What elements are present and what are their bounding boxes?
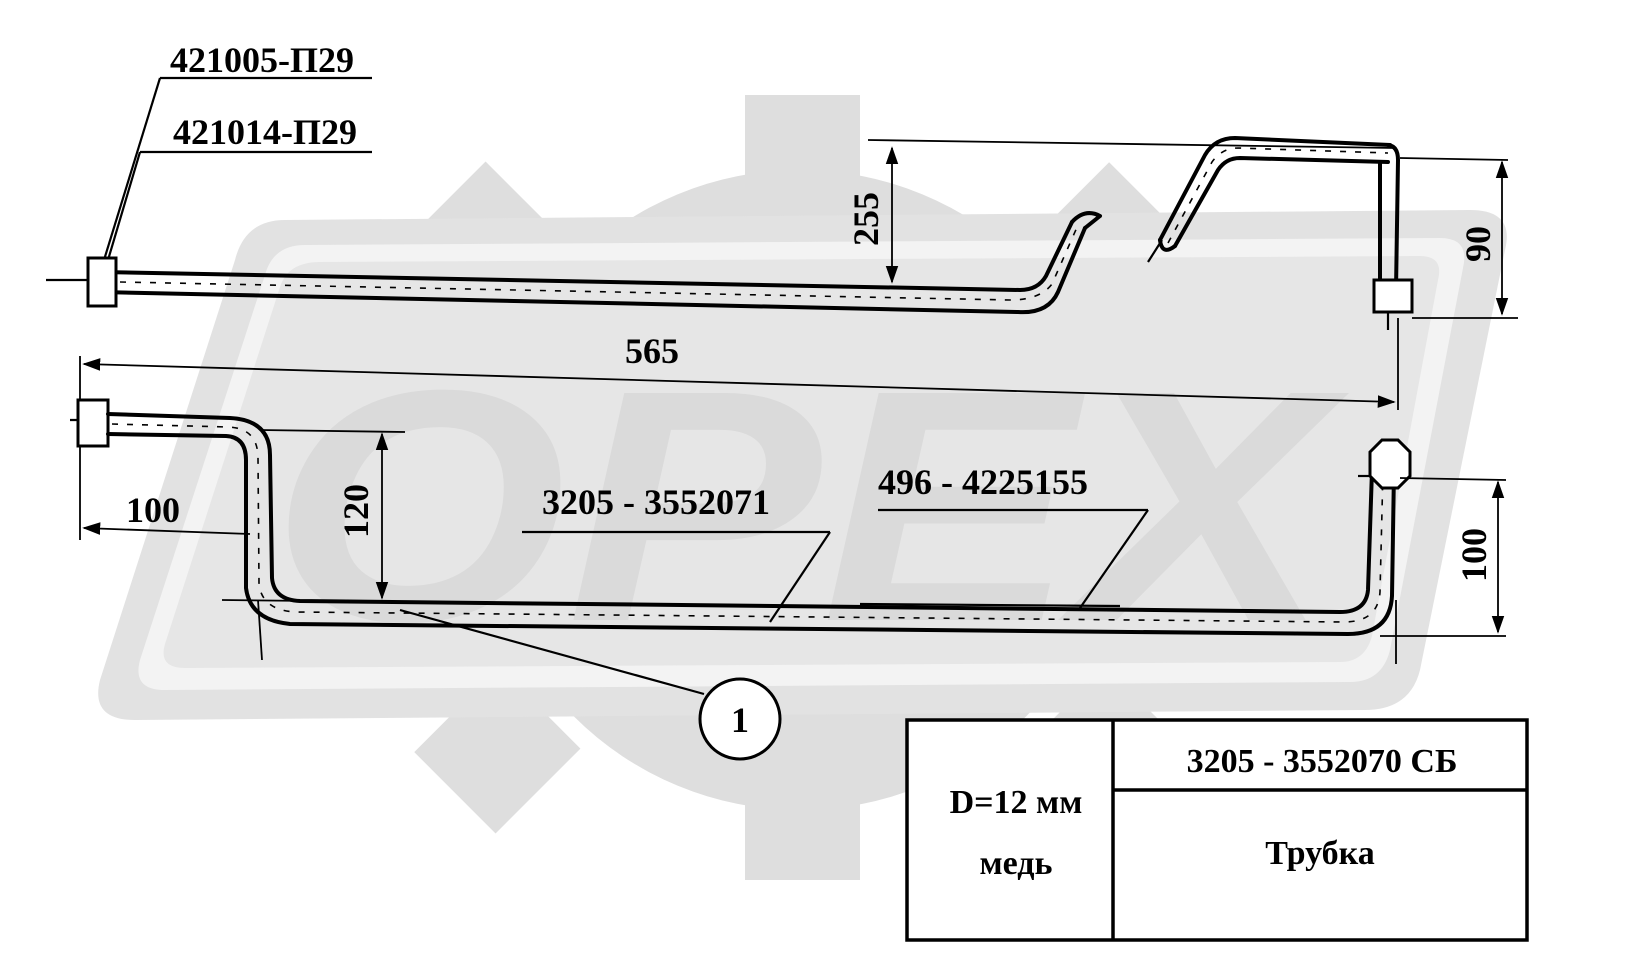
dim-120-axis-mark	[257, 599, 263, 661]
callout-leader	[399, 608, 705, 696]
material-name: медь	[980, 845, 1053, 882]
upper-tube-open-end	[1070, 211, 1102, 230]
dim-255-extension-top	[867, 139, 1396, 149]
watermark-plate	[98, 210, 1507, 720]
dim-565-line	[82, 358, 1396, 408]
callout-number: 1	[731, 700, 749, 740]
watermark-logo: OPEX	[98, 95, 1507, 880]
tube-part-leader	[769, 531, 831, 623]
fitting-nipple-leader	[106, 151, 142, 261]
dim-120-extension-bottom	[221, 599, 406, 603]
upper-branch-axis	[1147, 239, 1163, 263]
callout-circle	[698, 677, 782, 761]
upper-right-fitting	[1372, 278, 1414, 314]
dim-90-extension-top	[1399, 157, 1509, 161]
dim-565: 565	[79, 318, 1399, 540]
tube-part-label: 3205 - 3552071	[542, 482, 770, 522]
dim-lower-left-height: 120	[336, 484, 376, 538]
fitting-nut-leader	[102, 77, 162, 261]
dim-overall-length: 565	[625, 331, 679, 371]
upper-left-fitting	[86, 256, 118, 308]
assembly-number: 3205 - 3552070 СБ	[1187, 743, 1458, 780]
upper-branch-top	[1158, 136, 1392, 242]
hose-part-leader	[1079, 509, 1149, 609]
lower-tube: 100 120 100 1	[70, 398, 1507, 761]
dim-100-left-line	[82, 522, 251, 535]
part-name: Трубка	[1265, 835, 1374, 872]
upper-tube: 255 90	[46, 76, 1518, 330]
upper-right-drop-outer	[1386, 143, 1400, 292]
upper-tube-main-bottom	[98, 226, 1087, 315]
title-block: D=12 мм медь 3205 - 3552070 СБ Трубка	[905, 718, 1529, 942]
hose-segment	[859, 602, 1121, 608]
watermark-text: OPEX	[270, 321, 1350, 690]
dim-120-extension-top	[259, 429, 406, 433]
material-size: D=12 мм	[950, 784, 1083, 821]
dim-lower-left-offset: 100	[126, 490, 180, 530]
lower-tube-inner	[106, 432, 1396, 636]
lower-tube-centerline	[111, 423, 1384, 623]
fitting-nut-label: 421005-П29	[170, 40, 354, 80]
dim-upper-right-drop: 90	[1458, 226, 1498, 262]
upper-branch-bottom	[1173, 156, 1390, 248]
lower-left-fitting	[76, 398, 110, 448]
upper-tube-main-top	[98, 220, 1074, 292]
fitting-nipple-label: 421014-П29	[173, 112, 357, 152]
hose-part-label: 496 - 4225155	[878, 462, 1088, 502]
upper-branch-centerline	[1167, 147, 1389, 244]
dim-100-right-extension-top	[1399, 477, 1507, 481]
title-block-frame	[905, 718, 1529, 942]
lower-tube-outer	[106, 412, 1374, 614]
upper-tube-centerline	[119, 224, 1079, 301]
dim-lower-right-drop: 100	[1454, 528, 1494, 582]
dim-upper-height: 255	[846, 192, 886, 246]
lower-right-fitting	[1368, 438, 1412, 490]
